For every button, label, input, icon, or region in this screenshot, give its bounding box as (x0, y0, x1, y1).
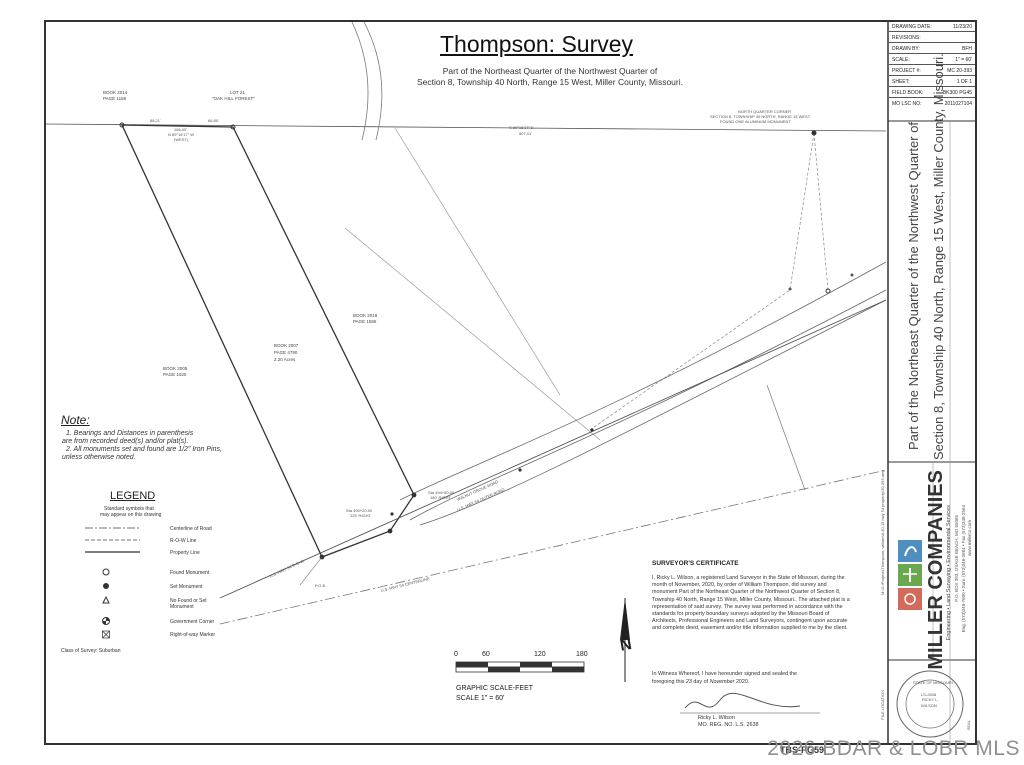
bearing-label: (WEST) (174, 137, 189, 142)
title-block-row: SCALE:1" = 60' (889, 55, 975, 65)
seal-text: LS-2638 (921, 692, 937, 697)
company-tagline: Engineering • Land Surveying • Environme… (946, 505, 952, 641)
legend-item: Government Corner (170, 619, 215, 625)
parcel-label: PAGE 1185 (103, 96, 127, 101)
parcel-label: PAGE 4790 (274, 350, 298, 355)
legend-item: Property Line (170, 550, 200, 556)
title-block-row: PROJECT #:MC 20-393 (889, 66, 975, 76)
witness-line: In Witness Whereof, I have hereunder sig… (652, 671, 798, 677)
dimension-label: 166.00' (174, 127, 187, 132)
corner-label: NORTH QUARTER CORNER (738, 109, 792, 114)
section-line (45, 123, 887, 132)
bearing-label: N 89°16'17" W (168, 132, 195, 137)
sheet-border (44, 20, 977, 745)
side-description-line-2: Section 8, Township 40 North, Range 15 W… (931, 53, 946, 460)
surveyor-registration: MO. REG. NO. L.S. 2638 (698, 722, 759, 728)
corner-label: SECTION 8, TOWNSHIP 40 NORTH, RANGE 15 W… (710, 114, 811, 119)
dimension-label: 88.21' (150, 118, 161, 123)
legend-item: Right-of-way Marker (170, 632, 216, 638)
dimension-label: 66.80' (208, 118, 219, 123)
seal-text: WILSON (921, 703, 937, 708)
page-title: Thompson: Survey (440, 31, 634, 57)
class-of-survey: Class of Survey: Suburban (61, 648, 121, 654)
legend-item: Found Monument (170, 570, 210, 576)
scale-tick: 0 (454, 651, 458, 658)
pob-label: P.O.B. (315, 583, 327, 588)
file-path: M:\G:\ProjectsThompson, william\8-40-15 … (880, 470, 885, 595)
station-label: Sta 494+80.00 (428, 490, 455, 495)
parcel-label: "OAK HILL FOREST" (212, 96, 255, 101)
side-description-line-1: Part of the Northeast Quarter of the Nor… (906, 121, 921, 450)
legend-item: Centerline of Road (170, 526, 212, 532)
parcel-label: PAGE 1586 (353, 319, 377, 324)
hwy-centerline (219, 469, 887, 625)
bottom-code: TBS-PG59 (780, 745, 825, 755)
company-address: P.O. BOX 393, OSAGE BEACH, MO 65065 (954, 515, 959, 602)
legend-subtitle: Standard symbols that (104, 506, 154, 512)
scale-tick: 180 (576, 651, 588, 658)
station-label: Sta 490+20.50 (346, 508, 373, 513)
bearing-label: S 89°16'17" E (509, 125, 534, 130)
parcel-label: BOOK 2005 (163, 366, 188, 371)
scale-tick: 60 (482, 651, 490, 658)
dimension-label: 807.01' (519, 131, 532, 136)
note-heading: Note: (61, 413, 90, 427)
note-line: unless otherwise noted. (62, 454, 136, 461)
witness-line: foregoing this 23 day of November 2020. (652, 679, 750, 685)
company-logo-icons (898, 540, 922, 610)
seal-text: STATE OF MISSOURI (913, 680, 953, 685)
hwy-row-line (219, 299, 887, 599)
walnut-grove-road (409, 289, 887, 521)
surveyor-seal (896, 670, 964, 738)
scale-tick: 120 (534, 651, 546, 658)
note-line: are from recorded deed(s) and/or plat(s)… (62, 438, 189, 445)
property-boundary (120, 124, 415, 558)
seal-label: SEAL (966, 720, 971, 731)
title-block-row: DRAWN BY:BFH (889, 44, 975, 54)
parcel-label: LOT 21 (230, 90, 245, 95)
scale-value: SCALE 1" = 60' (456, 695, 505, 702)
svg-text:N: N (619, 636, 633, 655)
corner-label: FOUND ONE ALUMINUM MONUMENT (720, 119, 791, 124)
certificate-body: I, Ricky L. Wilson, a registered Land Su… (652, 575, 850, 632)
title-block-row: SHEET:1 OF 1 (889, 77, 975, 87)
note-line: 2. All monuments set and found are 1/2" … (66, 446, 222, 453)
station-label: 125' RIGHT (350, 513, 371, 518)
company-web: www.millerco.com (967, 520, 972, 557)
legend-subtitle: may appear on this drawing (100, 512, 162, 518)
station-label: 180' RIGHT (430, 495, 451, 500)
title-block-row: REVISIONS: (889, 33, 975, 43)
note-line: 1. Bearings and Distances in parenthesis (66, 430, 194, 437)
legend-item: No Found or Set Monument (170, 598, 207, 610)
scale-label: GRAPHIC SCALE-FEET (456, 685, 534, 692)
file-location-label: FILE LOCATION (880, 690, 885, 720)
parcel-label: BOOK 2014 (103, 90, 128, 95)
seal-text: RICKY L. (922, 697, 939, 702)
company-contact: Eng. (573)348-7600 • Surv. (573)348-2684… (961, 505, 966, 633)
outer-road (419, 299, 887, 526)
legend-item: R-O-W Line (170, 538, 197, 544)
subtitle-line-2: Section 8, Township 40 North, Range 15 W… (417, 77, 683, 87)
parcel-label: BOOK 2018 (353, 313, 378, 318)
title-block-row: FIELD BOOK:BK300 PG45 (889, 88, 975, 98)
title-block-row: DRAWING DATE:11/23/20 (889, 22, 975, 32)
legend-title: LEGEND (110, 490, 156, 502)
certificate-heading: SURVEYOR'S CERTIFICATE (652, 560, 739, 567)
title-block-row: MO LSC NO:2011027104 (892, 101, 972, 107)
mls-watermark: 2026 BDAR & LOBR MLS (767, 737, 1020, 760)
legend-item: Set Monument (170, 584, 203, 590)
company-name: MILLER COMPANIES (925, 470, 947, 670)
subtitle-line-1: Part of the Northeast Quarter of the Nor… (442, 66, 658, 76)
parcel-area: 2.20 Acres (274, 357, 296, 362)
parcel-label: PAGE 1020 (163, 372, 187, 377)
graphic-scale-bar (455, 661, 585, 673)
surveyor-name: Ricky L. Wilson (698, 715, 735, 721)
north-arrow-icon: N (619, 598, 633, 682)
parcel-label: BOOK 2007 (274, 343, 299, 348)
